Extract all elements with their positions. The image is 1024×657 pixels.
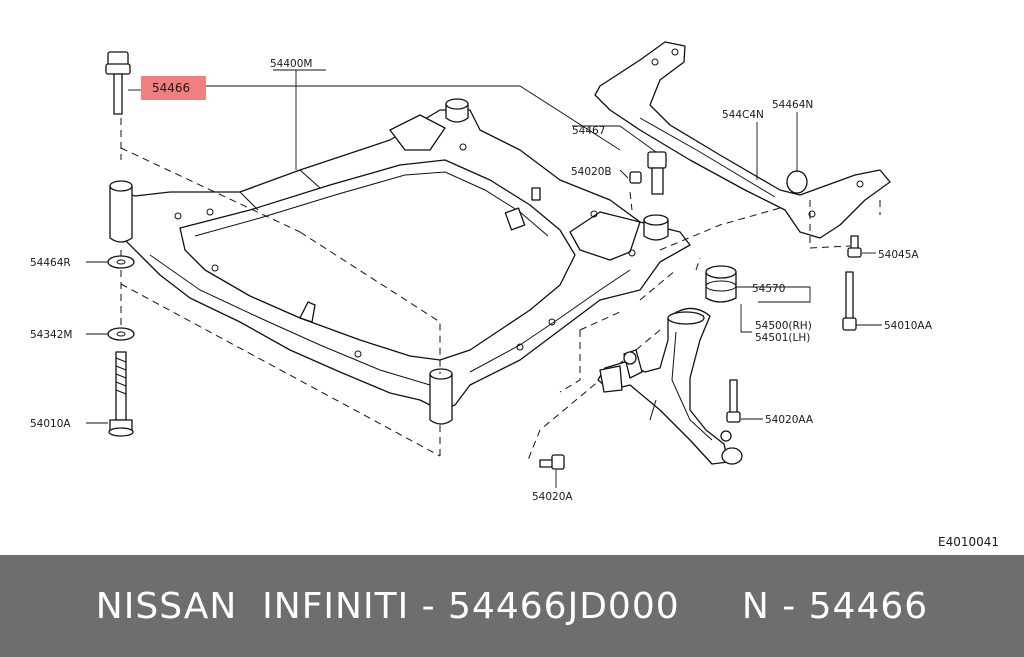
label-54342M: 54342M <box>30 329 72 341</box>
footer-banner: NISSAN INFINITI - 54466JD000 N - 54466 <box>0 555 1024 657</box>
label-54045A: 54045A <box>878 249 919 261</box>
bolt-54020A <box>539 454 565 470</box>
bolt-54010A <box>108 351 134 437</box>
part-labels: 54466 54400M 54467 54020B 544C4N 54464N … <box>30 58 999 549</box>
nut-54020B <box>629 171 642 184</box>
label-54570: 54570 <box>752 283 785 295</box>
label-54400M: 54400M <box>270 58 312 70</box>
front-suspension-member <box>109 98 691 425</box>
ball-54464N <box>786 170 808 194</box>
label-54464R: 54464R <box>30 257 71 269</box>
label-54010A: 54010A <box>30 418 71 430</box>
bolt-54045A <box>847 235 862 258</box>
label-544C4N: 544C4N <box>722 109 764 121</box>
label-54501-lh: 54501(LH) <box>755 332 810 344</box>
bolt-54010AA <box>842 271 857 331</box>
label-54020B: 54020B <box>571 166 612 178</box>
rear-right-bushing <box>643 214 669 241</box>
label-54466: 54466 <box>152 81 190 95</box>
bolt-54467 <box>647 151 667 195</box>
part-number-caption: NISSAN INFINITI - 54466JD000 N - 54466 <box>95 585 929 627</box>
figure-code: E4010041 <box>938 535 999 549</box>
parts-diagram: 54466 54400M 54467 54020B 544C4N 54464N … <box>30 41 999 549</box>
rear-left-bushing <box>445 98 469 123</box>
label-54467: 54467 <box>572 125 605 137</box>
bolt-54020AA <box>726 379 741 423</box>
label-54020AA: 54020AA <box>765 414 814 426</box>
washer-54342M <box>107 327 135 341</box>
washer-54464R <box>107 255 135 269</box>
lower-control-arm <box>597 307 743 465</box>
leader-lines <box>86 69 882 488</box>
crossmember-brace <box>594 41 891 239</box>
highlight-box <box>141 76 206 100</box>
front-left-bushing <box>109 180 133 243</box>
label-54020A: 54020A <box>532 491 573 503</box>
bolt-54466 <box>105 51 131 115</box>
label-54464N: 54464N <box>772 99 813 111</box>
bushing-54570 <box>705 265 737 303</box>
label-54500-rh: 54500(RH) <box>755 320 812 332</box>
exploded-view-drawing: 54466 54400M 54467 54020B 544C4N 54464N … <box>30 41 999 549</box>
front-right-bushing <box>429 368 453 425</box>
label-54010AA: 54010AA <box>884 320 933 332</box>
